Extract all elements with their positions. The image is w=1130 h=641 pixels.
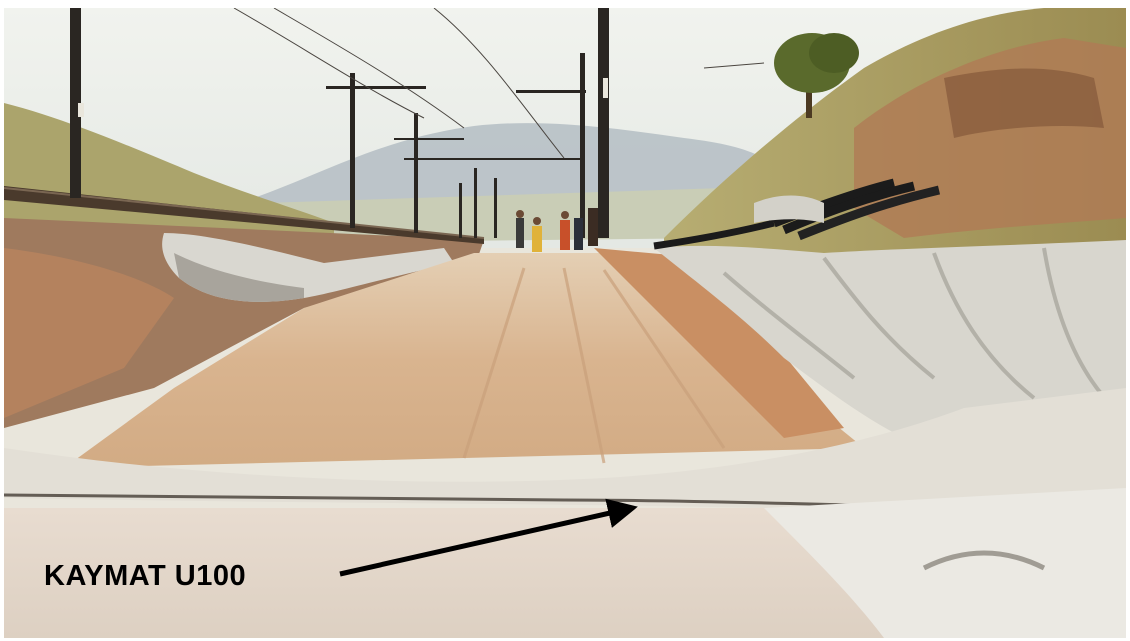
drainage-pipes [653,178,941,250]
right-hill-rock-shadow [944,68,1104,138]
foreground-geotextile-sheet [4,388,1126,512]
left-rock-slope [4,248,174,418]
left-geotextile-roll-shade [174,253,304,302]
kaymat-u100-label: KAYMAT U100 [44,560,247,592]
site-photo [4,8,1126,638]
rail-highlight [4,187,485,239]
foreground-right-sheet-fold [922,550,1046,571]
right-geotextile-folds [722,247,1116,410]
workers [516,208,598,252]
tree [774,33,859,118]
catenary-poles [70,8,609,238]
road-track-marks [462,267,726,464]
foreground-right-sheet [764,488,1126,638]
left-hill [4,103,334,248]
overhead-wires [233,8,765,159]
annotation-arrow [339,498,638,577]
right-soil-bank [594,248,844,438]
site-photo-scene [4,8,1126,638]
